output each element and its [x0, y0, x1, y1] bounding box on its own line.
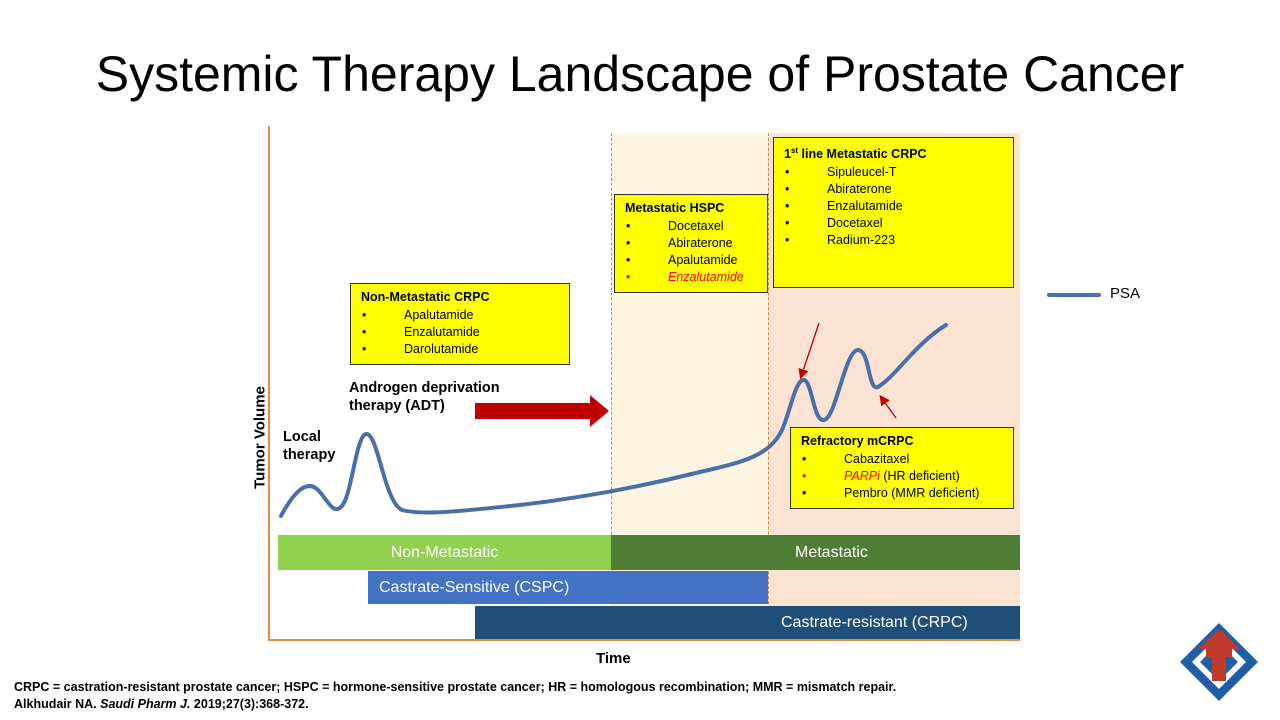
box-mhspc-title: Metastatic HSPC: [625, 201, 725, 215]
bar-metastatic: Metastatic: [611, 535, 1020, 570]
list-item: •Docetaxel: [785, 216, 883, 231]
box-nmcrpc-title: Non-Metastatic CRPC: [361, 290, 490, 304]
peak-arrow-2: [879, 394, 897, 419]
list-item: •Enzalutamide: [362, 325, 480, 339]
divider-line-2: [768, 133, 769, 639]
local-therapy-line1: Local: [283, 429, 321, 445]
box-first-line-title: 1st line Metastatic CRPC: [784, 146, 927, 162]
list-item: •Abiraterone: [785, 182, 892, 197]
bar-metastatic-label: Metastatic: [795, 543, 868, 561]
peak-arrow-1: [798, 322, 820, 380]
bar-non-metastatic: Non-Metastatic: [278, 535, 611, 570]
local-therapy-label: Local therapy: [283, 428, 335, 464]
list-item: •Radium-223: [785, 233, 896, 248]
list-item: •Enzalutamide: [626, 270, 744, 284]
legend-psa-swatch: [1047, 293, 1101, 297]
list-item: •Darolutamide: [362, 342, 479, 356]
list-item: •Apalutamide: [626, 253, 738, 267]
bar-crpc: Castrate-resistant (CRPC): [475, 606, 1020, 639]
footer-note: CRPC = castration-resistant prostate can…: [14, 679, 1164, 713]
bar-cspc-label: Castrate-Sensitive (CSPC): [379, 578, 570, 596]
footer-citation: Alkhudair NA. Saudi Pharm J. 2019;27(3):…: [14, 697, 309, 711]
list-item: •PARPi (HR deficient): [802, 469, 960, 483]
list-item: •Abiraterone: [626, 236, 733, 250]
box-first-line-mcrpc: 1st line Metastatic CRPC •Sipuleucel-T •…: [773, 137, 1014, 288]
list-item: •Sipuleucel-T: [785, 165, 897, 180]
box-refractory-title: Refractory mCRPC: [801, 434, 914, 448]
x-axis-label: Time: [596, 650, 631, 667]
logo-icon: [1180, 623, 1258, 701]
legend-psa-label: PSA: [1110, 285, 1141, 302]
y-axis: [268, 126, 270, 641]
list-item: •Pembro (MMR deficient): [802, 486, 980, 500]
list-item: •Cabazitaxel: [802, 452, 910, 466]
bar-cspc: Castrate-Sensitive (CSPC): [368, 571, 768, 604]
adt-line1: Androgen deprivation: [349, 380, 500, 396]
x-axis: [268, 639, 1020, 641]
list-item: •Docetaxel: [626, 219, 724, 233]
local-therapy-line2: therapy: [283, 447, 336, 463]
footer-abbreviations: CRPC = castration-resistant prostate can…: [14, 680, 897, 694]
bar-non-metastatic-label: Non-Metastatic: [390, 543, 499, 561]
list-item: •Apalutamide: [362, 308, 474, 322]
divider-line-1: [611, 133, 612, 639]
box-non-metastatic-crpc: Non-Metastatic CRPC •Apalutamide •Enzalu…: [350, 283, 570, 365]
slide-title: Systemic Therapy Landscape of Prostate C…: [95, 46, 1185, 102]
adt-line2: therapy (ADT): [349, 398, 445, 414]
list-item: •Enzalutamide: [785, 199, 903, 214]
box-metastatic-hspc: Metastatic HSPC •Docetaxel •Abiraterone …: [614, 194, 768, 293]
box-refractory-mcrpc: Refractory mCRPC •Cabazitaxel •PARPi (HR…: [790, 427, 1014, 509]
psa-curve: [279, 323, 948, 518]
adt-arrow: [475, 395, 609, 427]
adt-label: Androgen deprivation therapy (ADT): [349, 379, 500, 415]
bar-crpc-label: Castrate-resistant (CRPC): [781, 613, 968, 631]
